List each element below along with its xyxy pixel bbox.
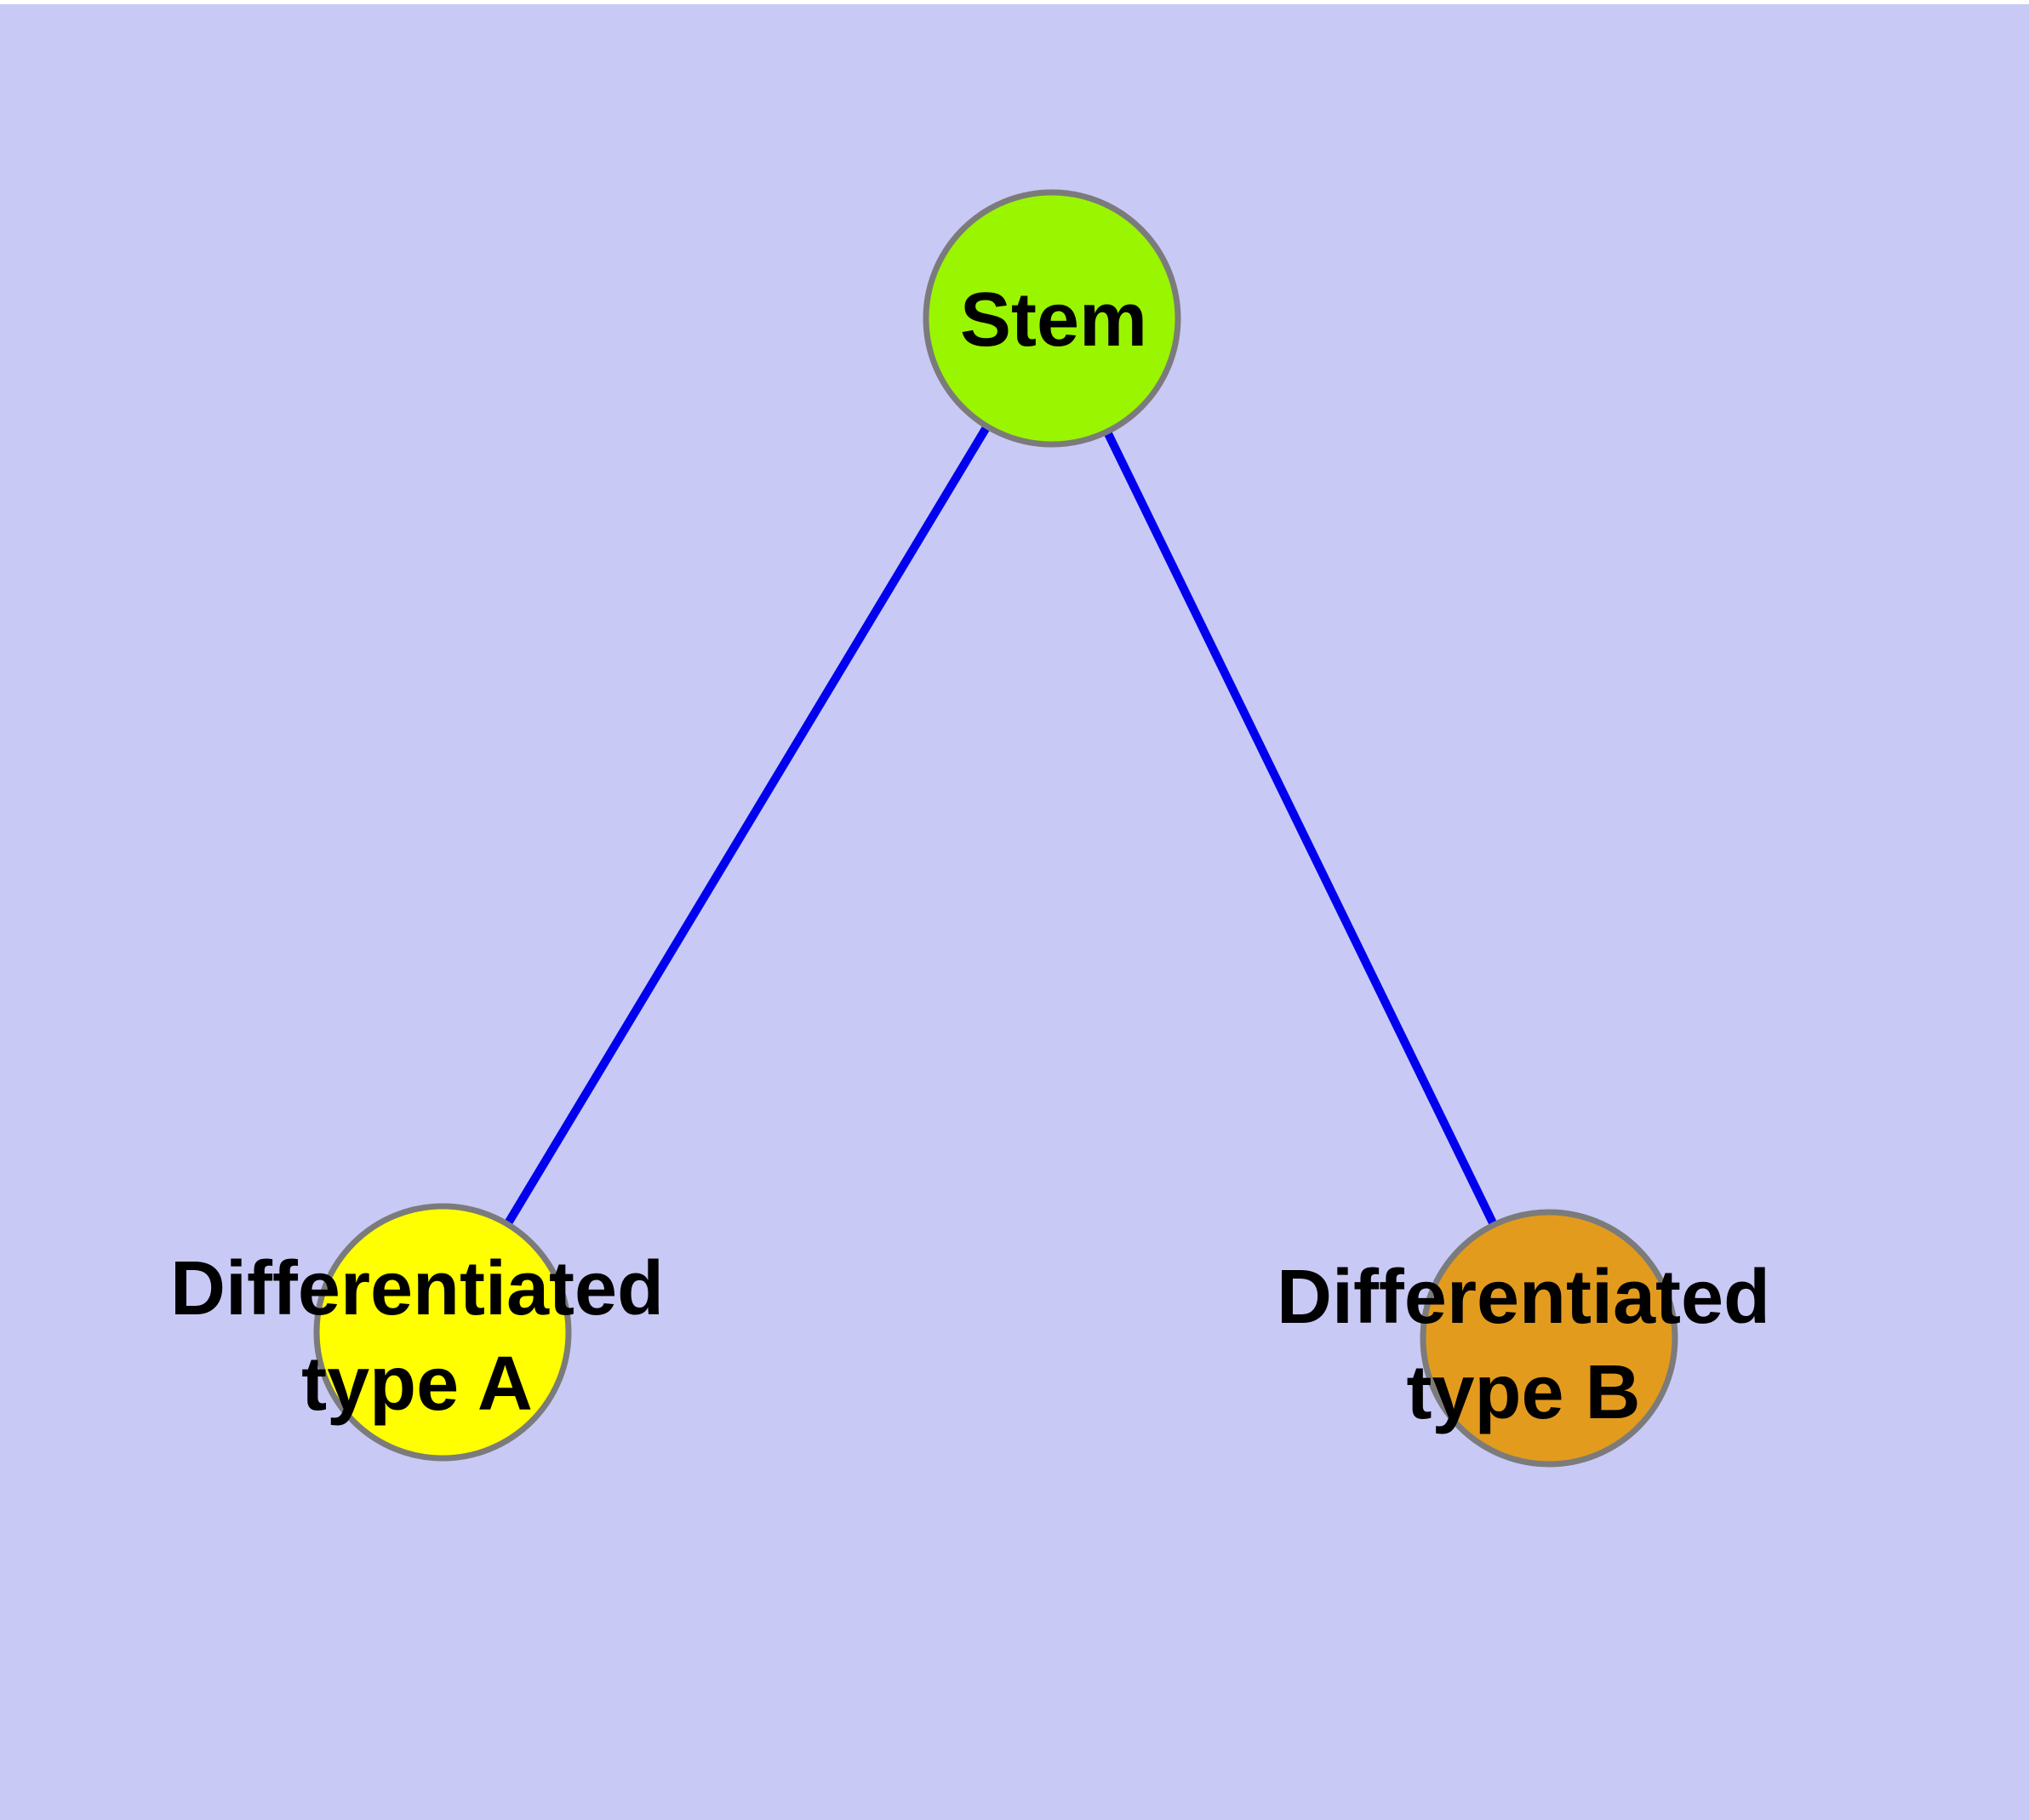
- node-label-line: type A: [301, 1342, 533, 1427]
- edges-layer: [438, 316, 1553, 1341]
- nodes-layer: [313, 189, 1678, 1468]
- edge-stem-to-diff-a: [438, 316, 1056, 1335]
- edge-stem-to-diff-b: [1048, 316, 1553, 1341]
- node-label-line: Stem: [960, 278, 1147, 363]
- node-label-stem: Stem: [960, 278, 1147, 363]
- node-label-diff-a: Differentiated type A: [170, 1246, 664, 1427]
- node-label-line: Differentiated: [1277, 1255, 1770, 1340]
- canvas-top-margin: [0, 0, 2029, 4]
- node-stem: [923, 189, 1181, 448]
- node-diff-b: [1420, 1209, 1678, 1468]
- node-label-line: Differentiated: [170, 1246, 664, 1331]
- node-label-diff-b: Differentiated type B: [1277, 1255, 1770, 1435]
- node-label-line: type B: [1406, 1350, 1640, 1435]
- node-diff-a: [313, 1203, 572, 1462]
